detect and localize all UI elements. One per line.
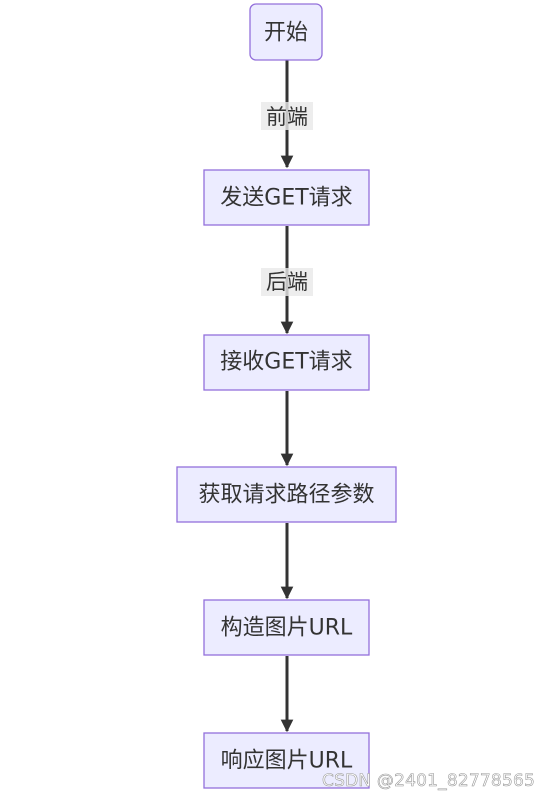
node-label-respond: 响应图片URL (221, 749, 353, 774)
node-build-image-url: 构造图片URL (203, 599, 370, 656)
node-receive-get-request: 接收GET请求 (203, 334, 370, 391)
node-get-path-params: 获取请求路径参数 (176, 466, 397, 523)
node-label-send: 发送GET请求 (220, 186, 352, 211)
node-label-params: 获取请求路径参数 (198, 483, 374, 508)
node-label-build: 构造图片URL (221, 616, 353, 641)
watermark: CSDN @2401_82778565 (322, 771, 535, 792)
node-send-get-request: 发送GET请求 (203, 169, 370, 226)
edge-label-frontend: 前端 (266, 105, 308, 129)
edge-start-to-send: 前端 (261, 60, 313, 169)
node-label-start: 开始 (264, 21, 308, 46)
node-start: 开始 (249, 3, 323, 61)
node-respond-image-url: 响应图片URL (203, 732, 370, 789)
node-label-receive: 接收GET请求 (220, 350, 352, 375)
edge-label-backend: 后端 (266, 270, 308, 294)
edge-send-to-receive: 后端 (261, 226, 313, 335)
